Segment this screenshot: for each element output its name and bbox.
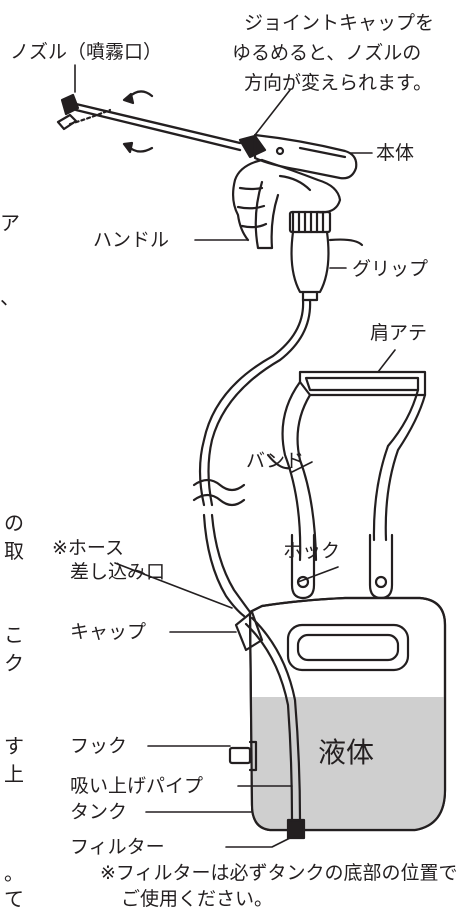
label-hose-inlet-1: ※ホース bbox=[52, 537, 124, 559]
nozzle-wand bbox=[56, 93, 267, 159]
label-grip: グリップ bbox=[352, 258, 429, 280]
label-hook-strap: ホック bbox=[283, 540, 341, 562]
label-shoulder-pad: 肩アテ bbox=[370, 322, 428, 344]
edge-fragment: す bbox=[4, 734, 24, 758]
edge-fragment: 上 bbox=[4, 762, 24, 786]
label-band: バンド bbox=[246, 450, 304, 472]
leader-lines bbox=[74, 64, 396, 848]
band bbox=[266, 380, 427, 562]
label-suction-pipe: 吸い上げパイプ bbox=[70, 775, 204, 797]
edge-fragment: 取 bbox=[4, 539, 24, 563]
tank-side-hook bbox=[228, 740, 258, 772]
hose bbox=[192, 298, 312, 618]
edge-fragment: ア bbox=[0, 211, 20, 235]
handle-trigger bbox=[254, 180, 280, 250]
rotation-arrows bbox=[122, 90, 154, 154]
label-liquid: 液体 bbox=[318, 736, 375, 769]
label-nozzle: ノズル（噴霧口） bbox=[10, 41, 163, 63]
label-joint-cap-note-1: ジョイントキャップを bbox=[244, 12, 435, 34]
edge-fragment: の bbox=[4, 511, 24, 535]
edge-fragment: こ bbox=[4, 623, 24, 647]
label-hose-inlet-2: 差し込み口 bbox=[70, 561, 166, 583]
label-joint-cap-note-2: ゆるめると、ノズルの bbox=[232, 42, 422, 64]
edge-fragment: 、 bbox=[0, 285, 20, 309]
edge-fragment: ク bbox=[4, 651, 24, 675]
edge-fragment: 。 bbox=[4, 861, 24, 885]
tank bbox=[234, 596, 447, 832]
label-body: 本体 bbox=[376, 142, 415, 164]
label-joint-cap-note-3: 方向が変えられます。 bbox=[244, 72, 433, 94]
grip bbox=[288, 210, 364, 302]
label-filter: フィルター bbox=[70, 836, 165, 858]
footnote-line-1: ※フィルターは必ずタンクの底部の位置で bbox=[100, 862, 458, 884]
sprayer-body bbox=[253, 133, 358, 180]
label-cap: キャップ bbox=[70, 621, 147, 643]
shoulder-pad bbox=[298, 370, 427, 397]
label-hook: フック bbox=[70, 735, 128, 757]
edge-fragment: て bbox=[4, 887, 24, 911]
label-handle: ハンドル bbox=[93, 229, 170, 251]
label-tank: タンク bbox=[70, 801, 128, 823]
footnote-line-2: ご使用ください。 bbox=[121, 888, 274, 910]
